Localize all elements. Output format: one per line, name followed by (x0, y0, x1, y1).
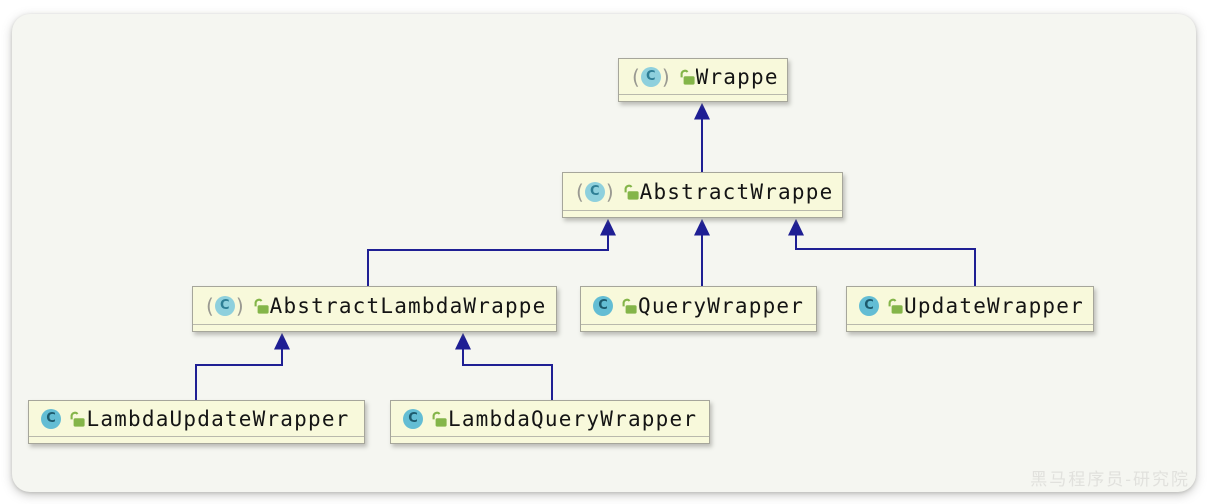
open-lock-icon (624, 184, 639, 200)
class-node-header: C LambdaQueryWrapper (391, 401, 709, 437)
paren-icon: ( (632, 64, 640, 89)
open-lock-icon (622, 298, 637, 314)
class-node-header: (C) AbstractWrapper (563, 173, 842, 211)
class-name-label: UpdateWrapper (904, 293, 1083, 318)
paren-icon: ) (235, 293, 244, 318)
open-lock-icon (432, 411, 447, 427)
class-node-lambda-query-wrapper[interactable]: C LambdaQueryWrapper (390, 400, 710, 444)
class-name-label: AbstractWrapper (639, 179, 832, 204)
class-node-header: (C) AbstractLambdaWrapper (193, 287, 556, 325)
class-name-label: LambdaQueryWrapper (448, 406, 698, 431)
class-node-header: (C) Wrapper (619, 59, 787, 95)
class-circle-icon: C (403, 408, 423, 429)
class-icon: C (403, 408, 423, 429)
class-node-lambda-update-wrapper[interactable]: C LambdaUpdateWrapper (28, 400, 365, 444)
class-icon: C (859, 295, 879, 316)
class-node-header: C LambdaUpdateWrapper (29, 401, 364, 437)
paren-icon: ( (576, 179, 584, 204)
class-node-query-wrapper[interactable]: C QueryWrapper (580, 286, 817, 332)
paren-icon: ) (661, 64, 670, 89)
class-circle-icon: C (593, 295, 613, 316)
class-node-header: C QueryWrapper (581, 287, 816, 325)
class-icon: C (593, 295, 613, 316)
class-circle-icon: C (41, 408, 61, 429)
class-name-label: AbstractLambdaWrapper (269, 293, 546, 318)
class-node-abstract-lambda-wrapper[interactable]: (C) AbstractLambdaWrapper (192, 286, 557, 332)
class-name-label: Wrapper (695, 64, 777, 89)
abstract-class-icon: (C) (575, 179, 615, 204)
class-node-abstract-wrapper[interactable]: (C) AbstractWrapper (562, 172, 843, 218)
paren-icon: ) (605, 179, 614, 204)
abstract-class-icon: (C) (631, 64, 671, 89)
open-lock-icon (680, 69, 695, 85)
class-node-update-wrapper[interactable]: C UpdateWrapper (846, 286, 1094, 332)
class-icon: C (41, 408, 61, 429)
open-lock-icon (70, 411, 85, 427)
class-circle-icon: C (584, 181, 605, 202)
class-name-label: QueryWrapper (638, 293, 805, 318)
class-node-header: C UpdateWrapper (847, 287, 1093, 325)
open-lock-icon (888, 298, 903, 314)
class-circle-icon: C (859, 295, 879, 316)
open-lock-icon (254, 298, 269, 314)
class-circle-icon: C (640, 66, 661, 87)
paren-icon: ( (206, 293, 214, 318)
class-name-label: LambdaUpdateWrapper (86, 406, 350, 431)
class-node-wrapper[interactable]: (C) Wrapper (618, 58, 788, 102)
class-circle-icon: C (214, 295, 235, 316)
abstract-class-icon: (C) (205, 293, 245, 318)
